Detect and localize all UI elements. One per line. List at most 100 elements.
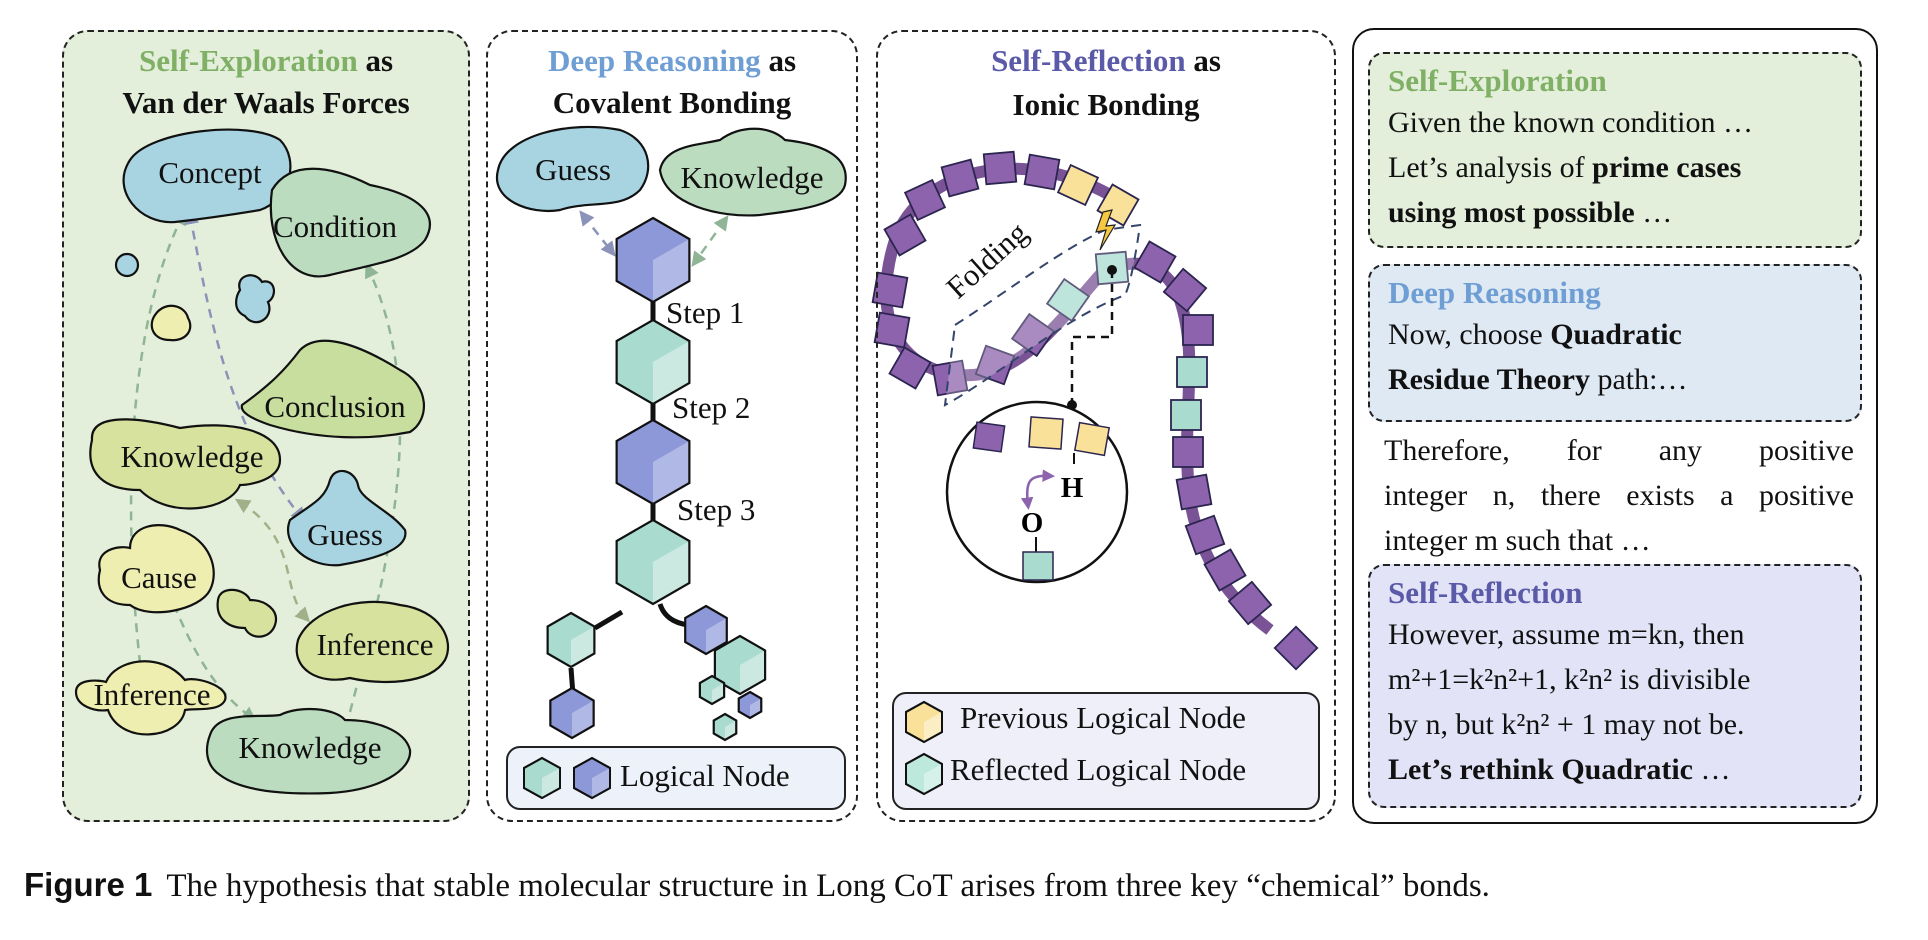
- figure-caption: Figure 1 The hypothesis that stable molec…: [24, 866, 1490, 905]
- chain-block: [1182, 314, 1214, 346]
- exploration-node-labels: Concept Condition Conclusion Knowledge G…: [93, 155, 433, 765]
- arrow-guess-step: [579, 210, 616, 257]
- node-label-condition: Condition: [273, 209, 398, 244]
- hex-right-1: [684, 604, 728, 656]
- knowledge-blob-2: [205, 707, 412, 795]
- node-label-conclusion: Conclusion: [264, 389, 406, 424]
- small-green-cloud: [216, 588, 278, 638]
- reflection-example-line4: Let’s rethink Quadratic …: [1388, 753, 1731, 786]
- chain-block: [1184, 514, 1226, 556]
- self-reflection-panel: Self-Reflection as Ionic Bonding Previou…: [876, 30, 1336, 822]
- deep-reasoning-panel: Deep Reasoning as Covalent Bonding Logic…: [486, 30, 858, 822]
- exploration-nodes: [74, 128, 450, 795]
- reasoning-title-line2: Covalent Bonding: [552, 85, 792, 120]
- legend-logical-node-label: Logical Node: [620, 758, 790, 793]
- node-label-cause: Cause: [121, 560, 197, 595]
- reasoning-title-highlight: Deep Reasoning: [547, 43, 761, 78]
- plain-reasoning-text: Therefore, for any positive integer n, t…: [1384, 428, 1854, 563]
- hex-step-2: [615, 418, 691, 506]
- previous-node-block: [1056, 163, 1100, 207]
- electron-transfer-arrow: [1020, 469, 1055, 510]
- reflection-art: Folding H O: [871, 150, 1319, 671]
- node-label-inference-2: Inference: [93, 677, 210, 712]
- node-label-guess: Guess: [307, 517, 383, 552]
- hex-step-3: [615, 518, 691, 606]
- hex-right-2: [713, 634, 767, 696]
- reflection-title-suffix: as: [1185, 43, 1221, 78]
- chain-block: [940, 158, 980, 198]
- reflection-title-highlight: Self-Reflection: [991, 43, 1186, 78]
- chain-block: [1172, 436, 1204, 468]
- exploration-example-line1: Given the known condition …: [1388, 106, 1753, 139]
- condition-blob: [269, 167, 431, 278]
- bond-left-stub: [593, 609, 624, 631]
- arrow-knowledge-inference: [234, 498, 311, 623]
- arrow-cause-to-knowledge: [148, 544, 257, 722]
- reasoning-label-knowledge: Knowledge: [681, 160, 824, 195]
- node-label-knowledge: Knowledge: [121, 439, 264, 474]
- knowledge-blob-reasoning: [658, 127, 847, 217]
- step-label-1: Step 1: [666, 295, 744, 330]
- reasoning-panel-title: Deep Reasoning as: [488, 40, 856, 82]
- exploration-panel-title: Self-Exploration as: [64, 40, 468, 82]
- hex-left-bottom: [549, 686, 595, 740]
- cause-blob: [97, 524, 215, 614]
- self-exploration-example: Self-Exploration Given the known conditi…: [1368, 52, 1862, 248]
- reflection-panel-title: Self-Reflection as: [878, 40, 1334, 82]
- plain-line1: Therefore, for any positive: [1384, 434, 1854, 467]
- chain-block: [1010, 312, 1056, 358]
- plain-line2: integer n, there exists a positive: [1384, 479, 1854, 512]
- hex-small-1: [698, 674, 726, 706]
- chain-block: [1023, 153, 1061, 191]
- exploration-example-line3: using most possible …: [1388, 196, 1673, 229]
- legend-hex-icons-reflection: [905, 700, 943, 796]
- reasoning-label-guess: Guess: [535, 152, 611, 187]
- inference-blob-1: [295, 600, 450, 684]
- exploration-title-line2: Van der Waals Forces: [122, 85, 410, 120]
- reflected-node-block: [1176, 356, 1208, 388]
- chain-block: [1273, 625, 1319, 671]
- reflection-example-title: Self-Reflection: [1388, 575, 1583, 610]
- step-label-2: Step 2: [672, 390, 750, 425]
- atom-o-label: O: [1021, 507, 1044, 539]
- reasoning-example-title: Deep Reasoning: [1388, 275, 1601, 310]
- legend-previous-node-label: Previous Logical Node: [960, 700, 1246, 735]
- chain-block: [1175, 473, 1213, 511]
- step-label-3: Step 3: [677, 492, 755, 527]
- legend-reflected-node-label: Reflected Logical Node: [950, 752, 1247, 787]
- reflection-example-line2: m²+1=k²n²+1, k²n² is divisible: [1388, 663, 1751, 696]
- figure-label: Figure 1: [24, 866, 153, 903]
- atom-h-label: H: [1061, 472, 1084, 504]
- chain-block: [931, 359, 969, 397]
- hex-step-0: [615, 216, 691, 304]
- chain-block: [1203, 548, 1247, 592]
- small-blue-dot: [114, 252, 140, 278]
- arrow-knowledge-step: [691, 215, 729, 267]
- hex-left-top: [546, 611, 596, 669]
- legend-hex-icons: [523, 756, 611, 800]
- deep-reasoning-example: Deep Reasoning Now, choose Quadratic Res…: [1368, 264, 1862, 422]
- guess-blob-reasoning: [495, 125, 650, 212]
- exploration-title-suffix: as: [357, 43, 394, 78]
- reflection-title-line2: Ionic Bonding: [1012, 87, 1200, 122]
- example-text-panel: Self-Exploration Given the known conditi…: [1352, 28, 1878, 824]
- hex-step-1: [615, 318, 691, 406]
- chain-block: [1162, 267, 1208, 313]
- plain-line3: integer m such that …: [1384, 524, 1651, 557]
- concept-blob: [122, 128, 292, 224]
- inference-blob-2: [74, 660, 227, 736]
- node-label-concept: Concept: [158, 155, 262, 190]
- reflected-node-block: [1170, 399, 1202, 431]
- hex-small-3: [712, 712, 738, 742]
- reflection-legend: Previous Logical Node Reflected Logical …: [892, 692, 1320, 810]
- chain-block: [883, 213, 927, 257]
- small-yellow-blob: [150, 304, 192, 342]
- knowledge-blob-1: [89, 418, 282, 510]
- reflected-node-block: [1045, 277, 1091, 323]
- folding-region: [943, 223, 1142, 407]
- node-label-inference: Inference: [316, 627, 433, 662]
- chain-block: [1133, 240, 1177, 284]
- zoom-connector: [1070, 270, 1114, 405]
- caption-text: The hypothesis that stable molecular str…: [166, 868, 1490, 904]
